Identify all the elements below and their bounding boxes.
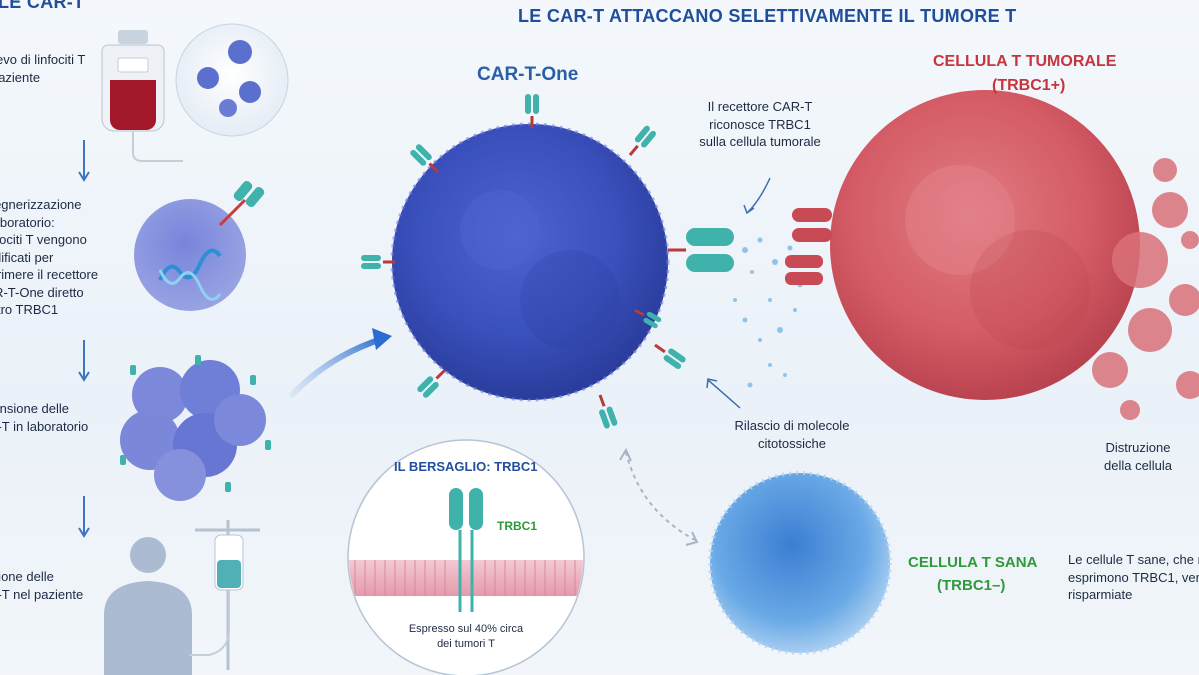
step-1-text: Prelievo di linfociti T dal paziente bbox=[0, 52, 86, 85]
engineered-cell-icon bbox=[134, 180, 265, 311]
target-panel bbox=[347, 439, 585, 675]
healthy-sublabel: (TRBC1–) bbox=[937, 577, 1006, 594]
blood-bag-icon bbox=[101, 30, 183, 162]
target-note: Espresso sul 40% circa dei tumori T bbox=[408, 623, 524, 650]
dashed-arrow-icon bbox=[625, 451, 696, 541]
tumor-sublabel: (TRBC1+) bbox=[992, 77, 1066, 94]
car-t-label: CAR-T-One bbox=[477, 64, 579, 85]
transition-arrow-icon bbox=[289, 335, 388, 398]
car-t-cell bbox=[390, 122, 670, 402]
tumor-label: CELLULA T TUMORALE bbox=[933, 53, 1117, 70]
destruction-text: Distruzione della cellula bbox=[1104, 440, 1172, 473]
healthy-cell bbox=[708, 471, 892, 655]
step-3-text: Espansione delle CAR-T in laboratorio bbox=[0, 401, 89, 434]
step-4-text: Infusione delle CAR-T nel paziente bbox=[0, 569, 84, 602]
target-title: IL BERSAGLIO: TRBC1 bbox=[394, 459, 538, 474]
healthy-note: Le cellule T sane, che non esprimono TRB… bbox=[1068, 552, 1199, 603]
tumor-cell bbox=[785, 90, 1199, 420]
patient-infusion-icon bbox=[104, 520, 260, 675]
lymphocyte-magnifier bbox=[175, 23, 289, 137]
pointer-arrow-icon bbox=[747, 177, 771, 213]
top-left-title: LE CAR-T bbox=[0, 0, 85, 12]
cytotoxic-particles bbox=[733, 237, 803, 388]
target-protein-label: TRBC1 bbox=[497, 519, 538, 533]
step-arrow-icon bbox=[78, 140, 90, 538]
release-text: Rilascio di molecole citotossiche bbox=[734, 418, 850, 451]
receptor-text: Il recettore CAR-T riconosce TRBC1 sulla… bbox=[699, 99, 821, 150]
main-title: LE CAR-T ATTACCANO SELETTIVAMENTE IL TUM… bbox=[518, 6, 1017, 26]
car-receptor-icon bbox=[361, 94, 734, 429]
step-2-text: Ingegnerizzazione in laboratorio: i linf… bbox=[0, 197, 99, 318]
healthy-label: CELLULA T SANA bbox=[908, 554, 1038, 571]
pointer-arrow-icon bbox=[707, 379, 741, 409]
expanded-cells-icon bbox=[120, 355, 271, 501]
trbc1-protein-icon bbox=[449, 488, 483, 612]
